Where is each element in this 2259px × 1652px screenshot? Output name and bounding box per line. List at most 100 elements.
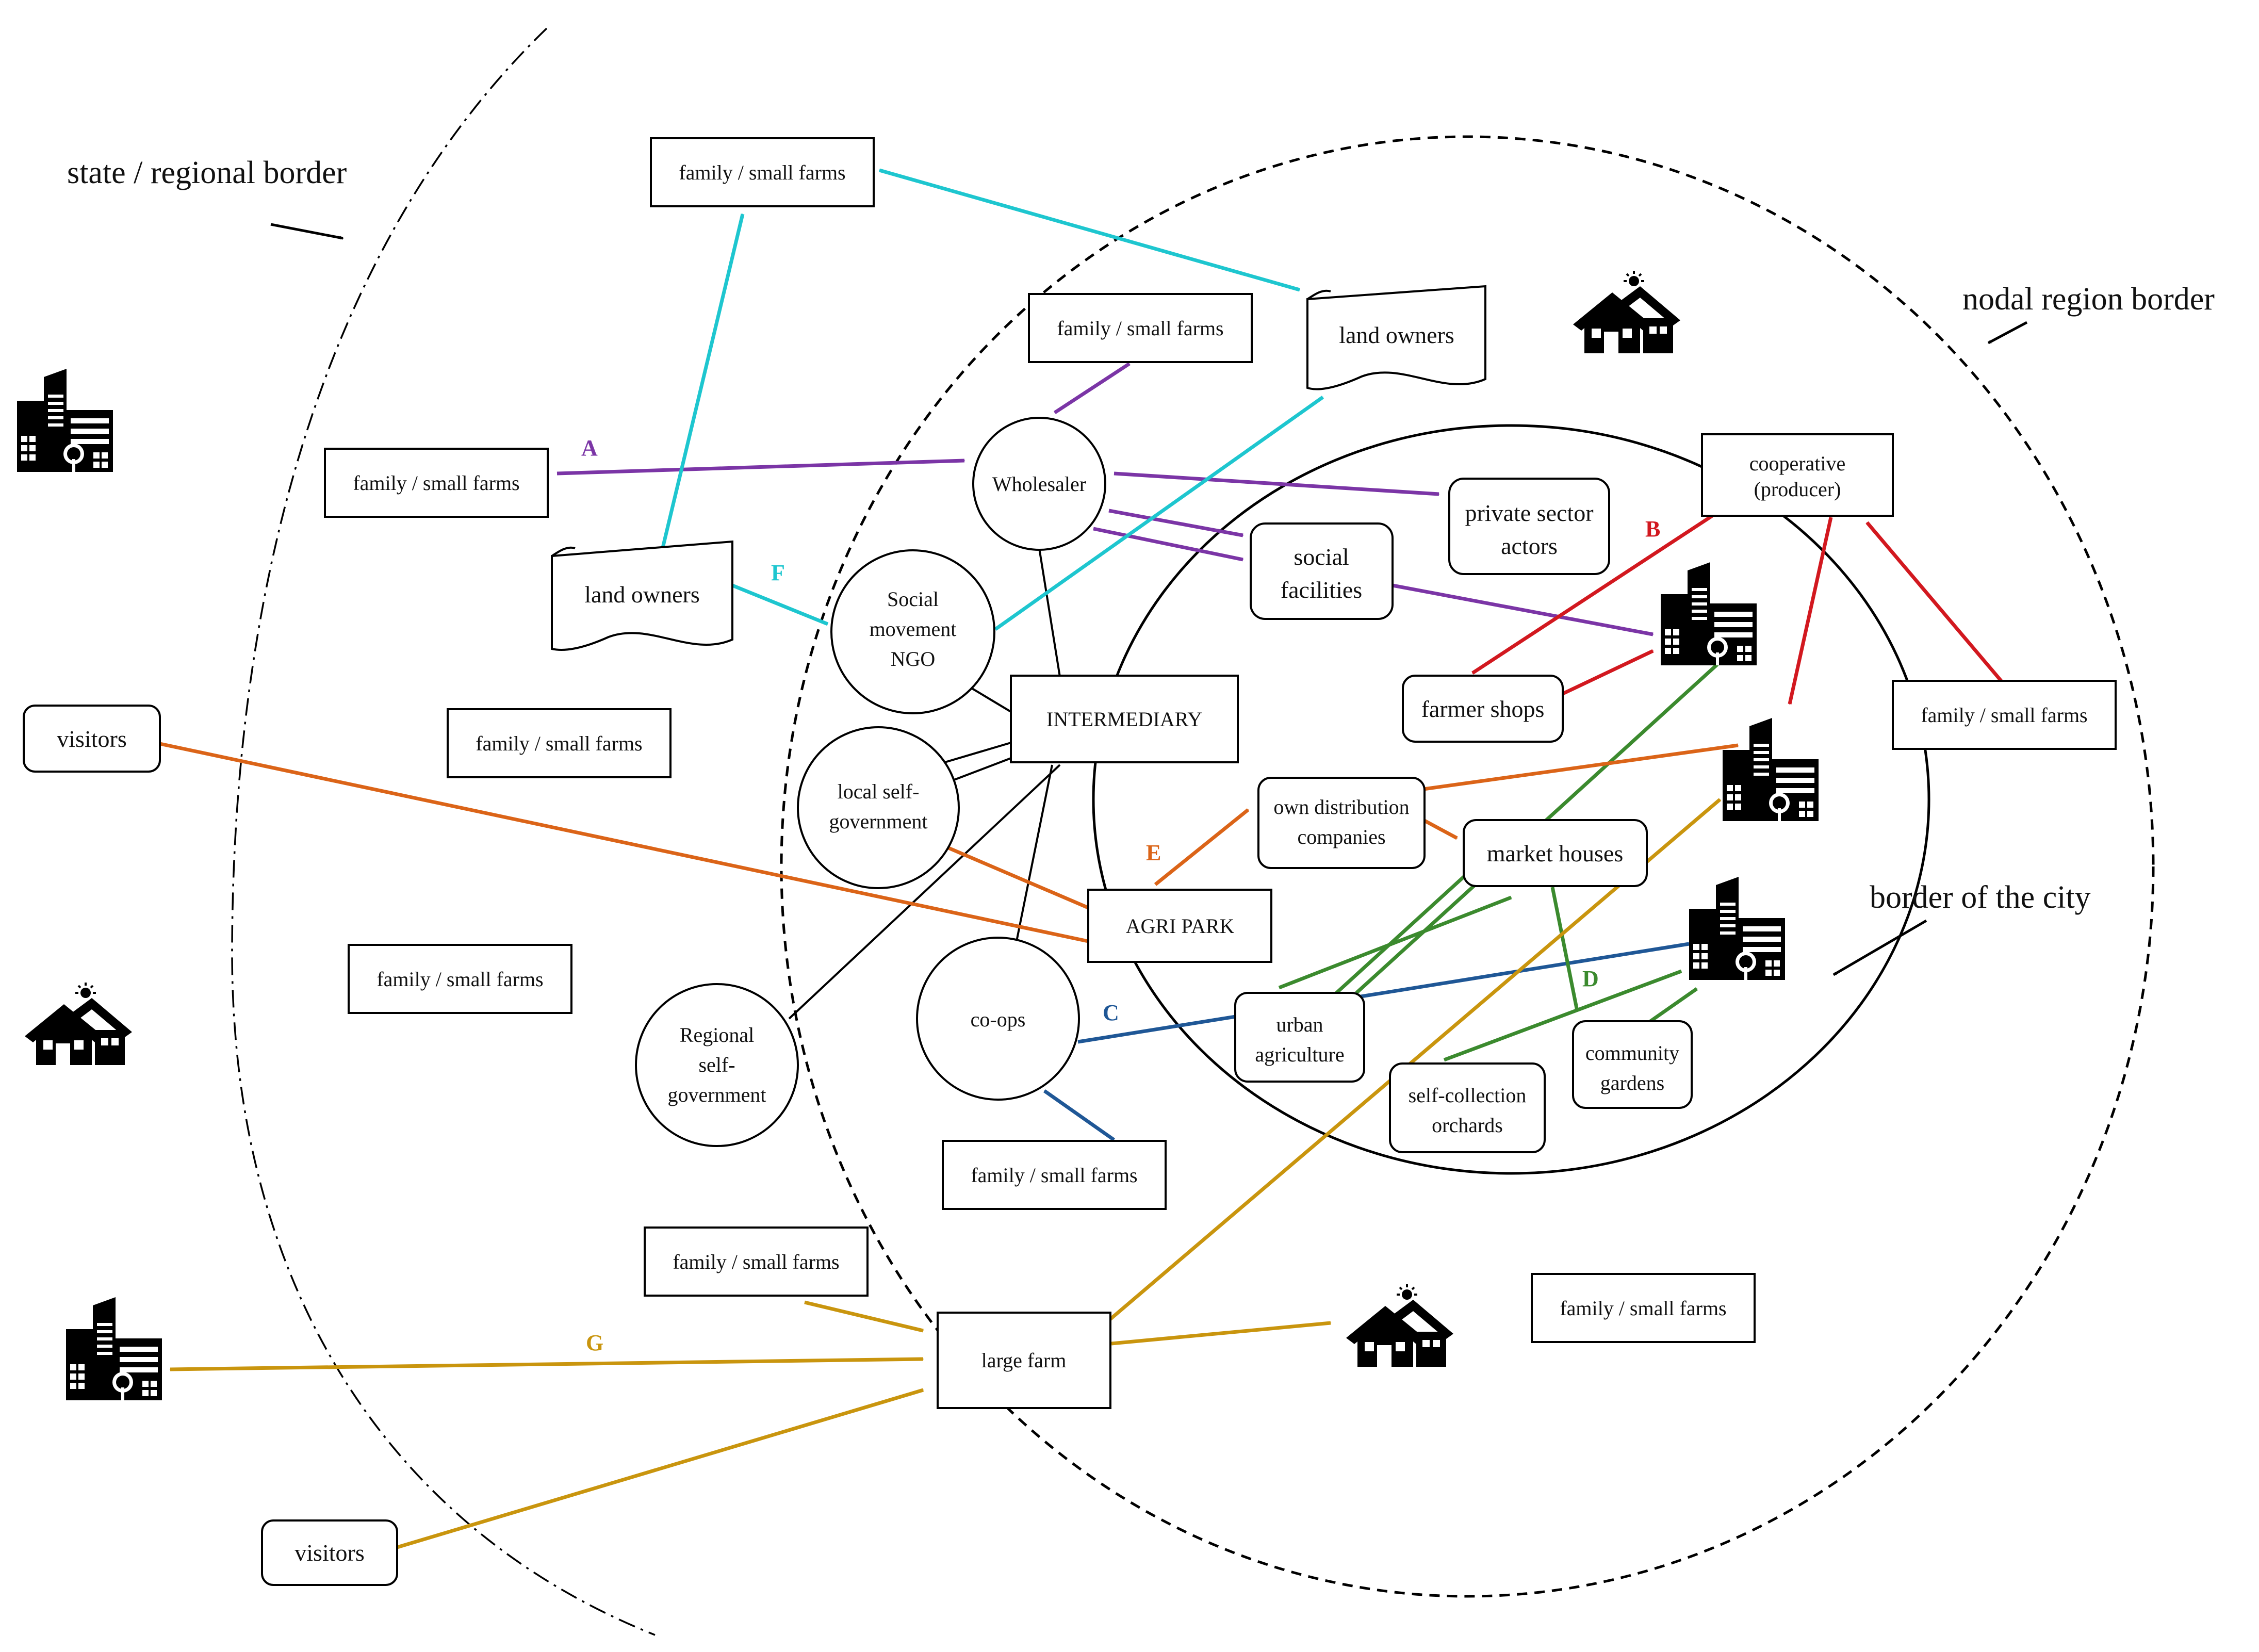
office-building-icon [1723, 718, 1819, 821]
nodal-region-border [780, 135, 2155, 1598]
visitors-bottom-node: visitors [261, 1519, 398, 1586]
social-facilities-node: social facilities [1250, 522, 1394, 620]
farms-large-node: family / small farms [644, 1226, 869, 1297]
large-farm-node: large farm [937, 1312, 1111, 1409]
farms-right-node: family / small farms [1892, 680, 2117, 750]
svg-text:market houses: market houses [1487, 840, 1623, 866]
svg-text:actors: actors [1501, 533, 1558, 559]
flow-label-d: D [1582, 966, 1599, 991]
flow-f-arrows [661, 168, 1324, 631]
flow-label-a: A [581, 435, 598, 461]
svg-text:private sector: private sector [1465, 500, 1593, 526]
house-icon [1345, 1283, 1454, 1368]
border-pointers [270, 223, 2028, 976]
svg-text:family / small farms: family / small farms [1921, 704, 2087, 727]
svg-text:NGO: NGO [891, 647, 936, 670]
svg-text:land owners: land owners [1339, 322, 1454, 348]
svg-text:farmer shops: farmer shops [1421, 696, 1545, 722]
office-building-icon [1689, 877, 1785, 980]
svg-text:local self-: local self- [838, 780, 920, 803]
svg-text:orchards: orchards [1432, 1114, 1503, 1137]
cooperative-node: cooperative (producer) [1701, 433, 1894, 517]
intermediary-links [788, 548, 1061, 1020]
svg-text:family / small farms: family / small farms [1560, 1297, 1726, 1320]
city-border-label: border of the city [1870, 880, 2091, 915]
private-sector-node: private sector actors [1448, 478, 1610, 575]
flow-b-arrows [1471, 514, 2003, 705]
urban-agriculture-node: urban agriculture [1234, 992, 1365, 1083]
flow-a-arrows [556, 362, 1654, 636]
farms-top-node: family / small farms [650, 137, 875, 207]
state-regional-border [231, 27, 656, 1636]
svg-text:cooperative: cooperative [1749, 452, 1846, 475]
market-houses-node: market houses [1463, 819, 1648, 887]
svg-text:co-ops: co-ops [971, 1008, 1026, 1031]
svg-text:AGRI PARK: AGRI PARK [1126, 914, 1235, 938]
flow-label-e: E [1146, 840, 1161, 865]
svg-text:movement: movement [870, 617, 957, 641]
land-owners-top-node: land owners [1306, 285, 1486, 390]
farms-left-node: family / small farms [324, 448, 549, 518]
office-building-icon [1661, 562, 1757, 665]
wholesaler-node: Wholesaler [972, 417, 1106, 551]
svg-text:Regional: Regional [680, 1023, 754, 1046]
agri-park-node: AGRI PARK [1087, 889, 1272, 963]
farmer-shops-node: farmer shops [1402, 675, 1564, 743]
svg-text:Wholesaler: Wholesaler [992, 472, 1086, 496]
farms-bottom-right-node: family / small farms [1531, 1273, 1756, 1343]
svg-text:government: government [829, 810, 927, 833]
svg-text:family / small farms: family / small farms [1057, 317, 1223, 340]
regional-self-gov-node: Regional self- government [635, 983, 799, 1147]
flow-label-f: F [771, 560, 785, 585]
flow-e-arrows [159, 742, 1739, 943]
visitors-top-node: visitors [23, 705, 161, 773]
social-movement-node: Social movement NGO [830, 549, 995, 714]
state-border-label: state / regional border [67, 155, 347, 190]
office-building-icon [66, 1297, 162, 1400]
flow-c-arrows [1043, 942, 1690, 1141]
svg-text:family / small farms: family / small farms [353, 471, 519, 495]
own-distribution-node: own distribution companies [1257, 777, 1426, 869]
farms-mid-left-node: family / small farms [447, 708, 672, 778]
svg-text:companies: companies [1297, 825, 1385, 848]
svg-text:visitors: visitors [294, 1540, 364, 1566]
svg-text:family / small farms: family / small farms [679, 161, 845, 184]
svg-text:family / small farms: family / small farms [476, 732, 642, 755]
flow-label-b: B [1645, 516, 1660, 542]
flow-label-g: G [586, 1330, 603, 1355]
svg-text:social: social [1294, 544, 1349, 570]
city-border [1092, 424, 1930, 1175]
svg-text:facilities: facilities [1281, 577, 1362, 603]
svg-text:urban: urban [1276, 1013, 1323, 1036]
nodal-border-label: nodal region border [1962, 282, 2215, 317]
svg-text:family / small farms: family / small farms [971, 1164, 1137, 1187]
svg-text:gardens: gardens [1600, 1071, 1664, 1094]
svg-text:government: government [667, 1083, 766, 1106]
farms-coops-node: family / small farms [942, 1140, 1167, 1210]
borders [231, 27, 2155, 1636]
farms-wholesaler-node: family / small farms [1028, 293, 1253, 363]
co-ops-node: co-ops [916, 937, 1080, 1101]
svg-text:Social: Social [887, 587, 939, 611]
svg-text:self-collection: self-collection [1409, 1084, 1527, 1107]
farms-lower-left-node: family / small farms [348, 944, 572, 1014]
intermediary-node: INTERMEDIARY [1010, 675, 1239, 763]
community-gardens-node: community gardens [1572, 1020, 1693, 1109]
svg-text:(producer): (producer) [1754, 478, 1841, 501]
svg-text:own distribution: own distribution [1273, 795, 1409, 819]
office-building-icon [17, 369, 113, 472]
svg-text:agriculture: agriculture [1255, 1043, 1344, 1066]
local-self-gov-node: local self- government [797, 726, 960, 889]
svg-text:self-: self- [698, 1053, 735, 1076]
svg-text:family / small farms: family / small farms [376, 968, 543, 991]
svg-text:community: community [1585, 1041, 1679, 1065]
svg-text:family / small farms: family / small farms [673, 1250, 839, 1273]
svg-text:large farm: large farm [981, 1349, 1067, 1372]
land-owners-left-node: land owners [551, 540, 733, 651]
svg-text:land owners: land owners [584, 581, 700, 608]
svg-text:visitors: visitors [57, 726, 126, 752]
flow-label-c: C [1103, 1000, 1119, 1025]
house-icon [1572, 270, 1681, 354]
self-collection-node: self-collection orchards [1389, 1062, 1546, 1153]
